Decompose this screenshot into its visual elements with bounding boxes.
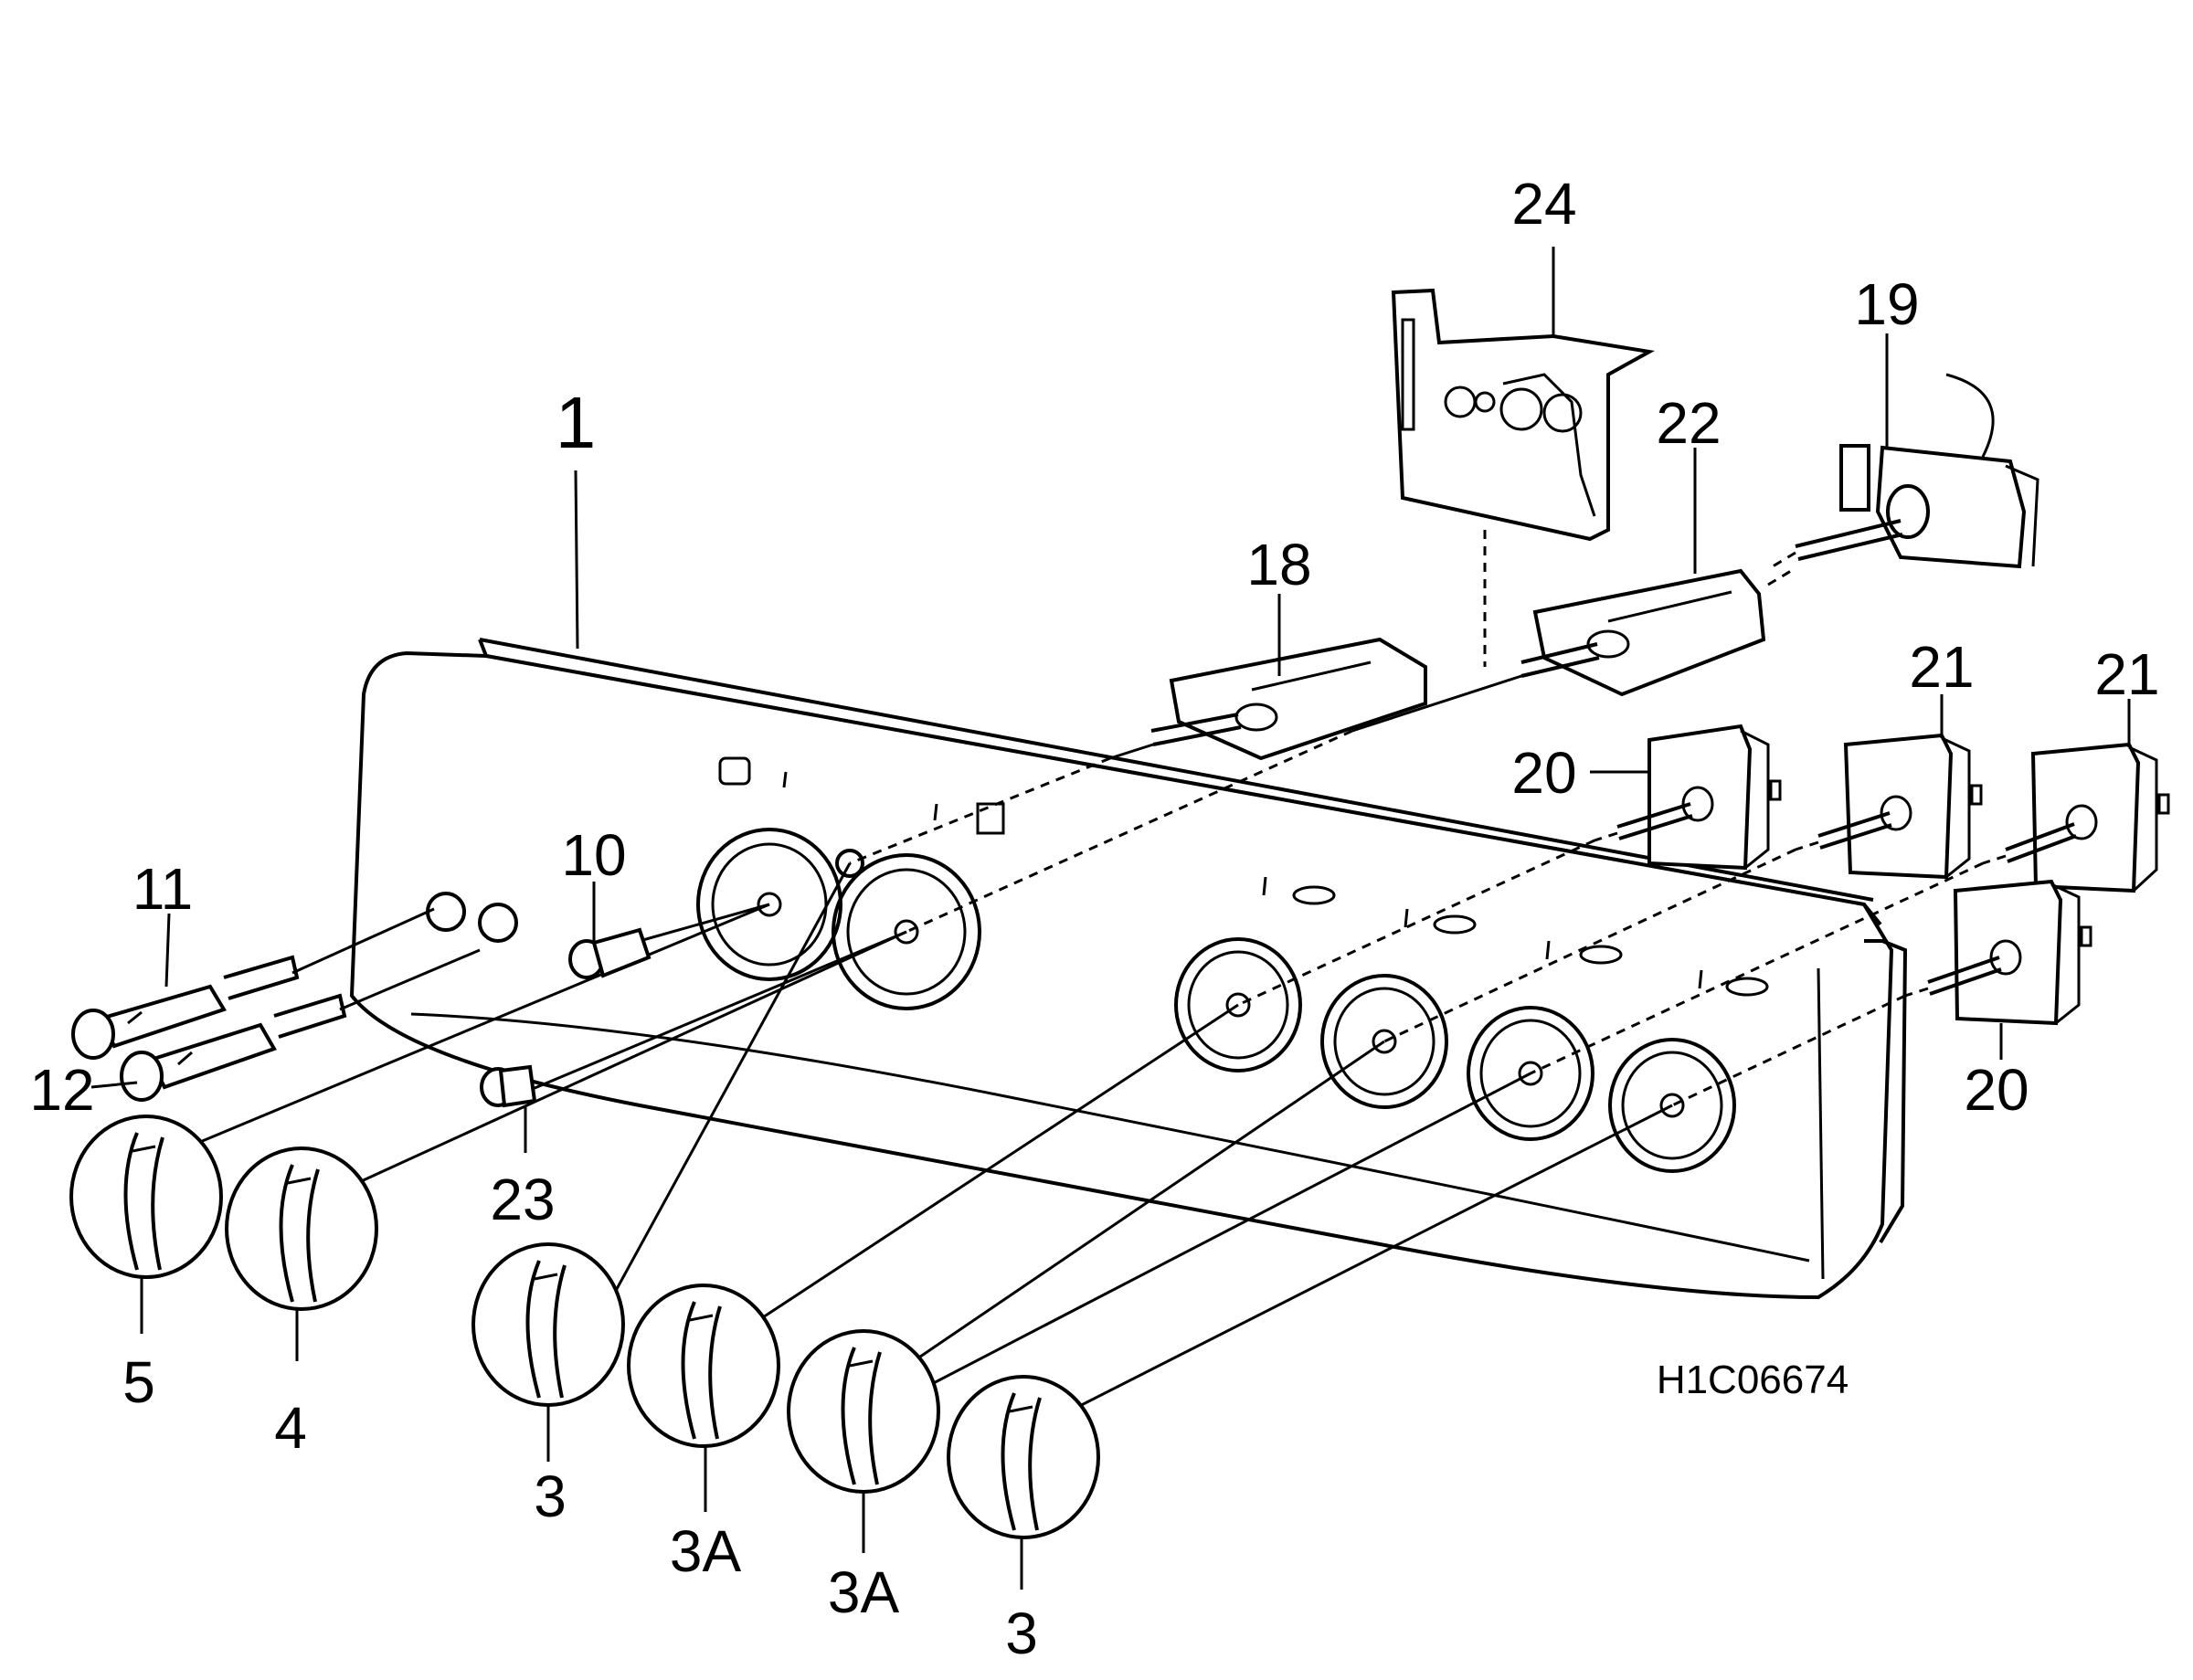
label-part-12: 12 [29, 1057, 94, 1123]
drawing-code: H1C06674 [1657, 1358, 1849, 1402]
switch-22 [1351, 568, 1792, 733]
knob-4 [225, 1146, 378, 1311]
bezel-hob-2 [1320, 974, 1448, 1109]
regulator-21-middle [1795, 733, 1983, 880]
label-part-20-bottom: 20 [1964, 1057, 2029, 1123]
knob-3-right [947, 1375, 1100, 1539]
label-part-23: 23 [490, 1167, 555, 1232]
part-number-labels: 24 19 22 1 18 21 21 20 20 11 10 12 23 5 … [29, 171, 2159, 1666]
bezel-hob-4 [1608, 1038, 1736, 1173]
indicator-window [718, 756, 751, 786]
bush-23 [480, 1064, 537, 1108]
bezel-hob-3 [1467, 1006, 1594, 1141]
label-part-10: 10 [561, 822, 626, 888]
assembly-lines [177, 729, 1984, 1422]
knob-3A-right [787, 1329, 940, 1494]
label-part-4: 4 [274, 1395, 307, 1461]
label-part-18: 18 [1246, 532, 1311, 597]
knob-3A-left [627, 1284, 780, 1448]
label-part-21-middle: 21 [1909, 634, 1974, 700]
indicator-lamp-11 [71, 955, 300, 1060]
regulator-20-bottom [1904, 879, 2092, 1026]
knob-3-left [471, 1242, 625, 1407]
label-part-11: 11 [132, 856, 193, 922]
bezel-large-right [832, 853, 981, 1010]
label-part-22: 22 [1656, 390, 1721, 456]
knob-5 [69, 1115, 223, 1279]
thermostat-symbol [976, 802, 1005, 835]
callout-leaders [90, 247, 2131, 1590]
bracket [1391, 288, 1656, 667]
label-part-3-left: 3 [534, 1463, 567, 1529]
clip-rings [426, 892, 518, 943]
label-part-5: 5 [122, 1349, 155, 1415]
label-part-3-right: 3 [1005, 1601, 1038, 1666]
bezel-hob-1 [1174, 937, 1302, 1072]
thermostat-unit [1772, 373, 2039, 569]
regulator-21-right [1982, 742, 2170, 893]
label-part-1: 1 [556, 382, 597, 463]
regulator-20-top [1594, 724, 1782, 871]
label-part-20-top: 20 [1511, 740, 1576, 806]
label-part-3A-left: 3A [670, 1518, 742, 1584]
label-part-21-right: 21 [2094, 641, 2159, 707]
label-part-24: 24 [1511, 171, 1576, 237]
label-part-19: 19 [1854, 271, 1919, 337]
label-part-3A-right: 3A [828, 1559, 900, 1625]
indicator-lamp-12 [120, 993, 347, 1102]
small-knob-10 [568, 927, 652, 979]
switch-18 [1109, 637, 1427, 761]
